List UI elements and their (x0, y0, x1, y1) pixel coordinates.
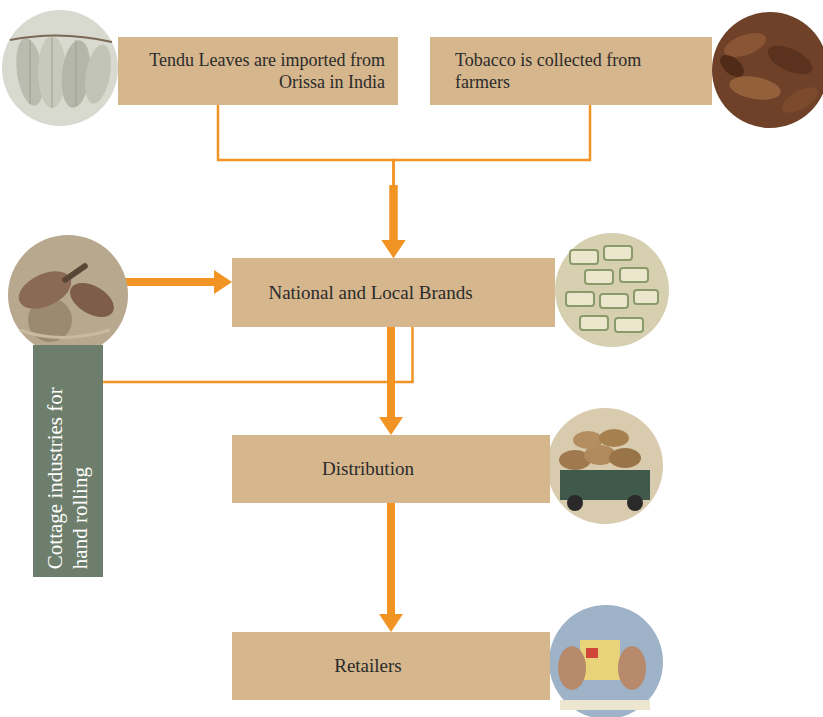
arrow-shape (379, 327, 403, 435)
process-box: Distribution (232, 435, 550, 503)
bracket-line (218, 105, 394, 185)
source-box: Tobacco is collected from farmers (430, 37, 712, 105)
source-box: Tendu Leaves are imported from Orissa in… (118, 37, 398, 105)
band-label: Cottage industries for hand rolling (43, 353, 93, 569)
box-label: Distribution (246, 457, 490, 481)
bidi-bundles-photo (555, 233, 669, 347)
side-band: Cottage industries for hand rolling (33, 345, 103, 577)
flow-connector (379, 503, 403, 632)
retailer-hands-photo (549, 605, 663, 717)
flow-connector (379, 327, 403, 435)
hand-rolling-photo (8, 235, 128, 355)
arrow-head (214, 270, 232, 294)
flow-connector (56, 327, 413, 407)
process-box: Retailers (232, 632, 550, 700)
bracket-line (394, 105, 591, 185)
arrow-shape (382, 185, 406, 258)
flow-connector (382, 105, 591, 258)
distribution-truck-photo (547, 408, 663, 524)
arrow-shape (382, 185, 406, 258)
box-label: Retailers (246, 654, 490, 678)
box-label: Tendu Leaves are imported from Orissa in… (138, 49, 385, 94)
tendu-leaves-photo (2, 10, 118, 126)
bracket-line (68, 327, 413, 407)
flow-connector (218, 105, 406, 258)
tobacco-photo (712, 12, 823, 128)
box-label: Tobacco is collected from farmers (455, 49, 692, 94)
box-label: National and Local Brands (246, 281, 495, 305)
arrow-shape (379, 503, 403, 632)
process-box: National and Local Brands (232, 258, 555, 327)
